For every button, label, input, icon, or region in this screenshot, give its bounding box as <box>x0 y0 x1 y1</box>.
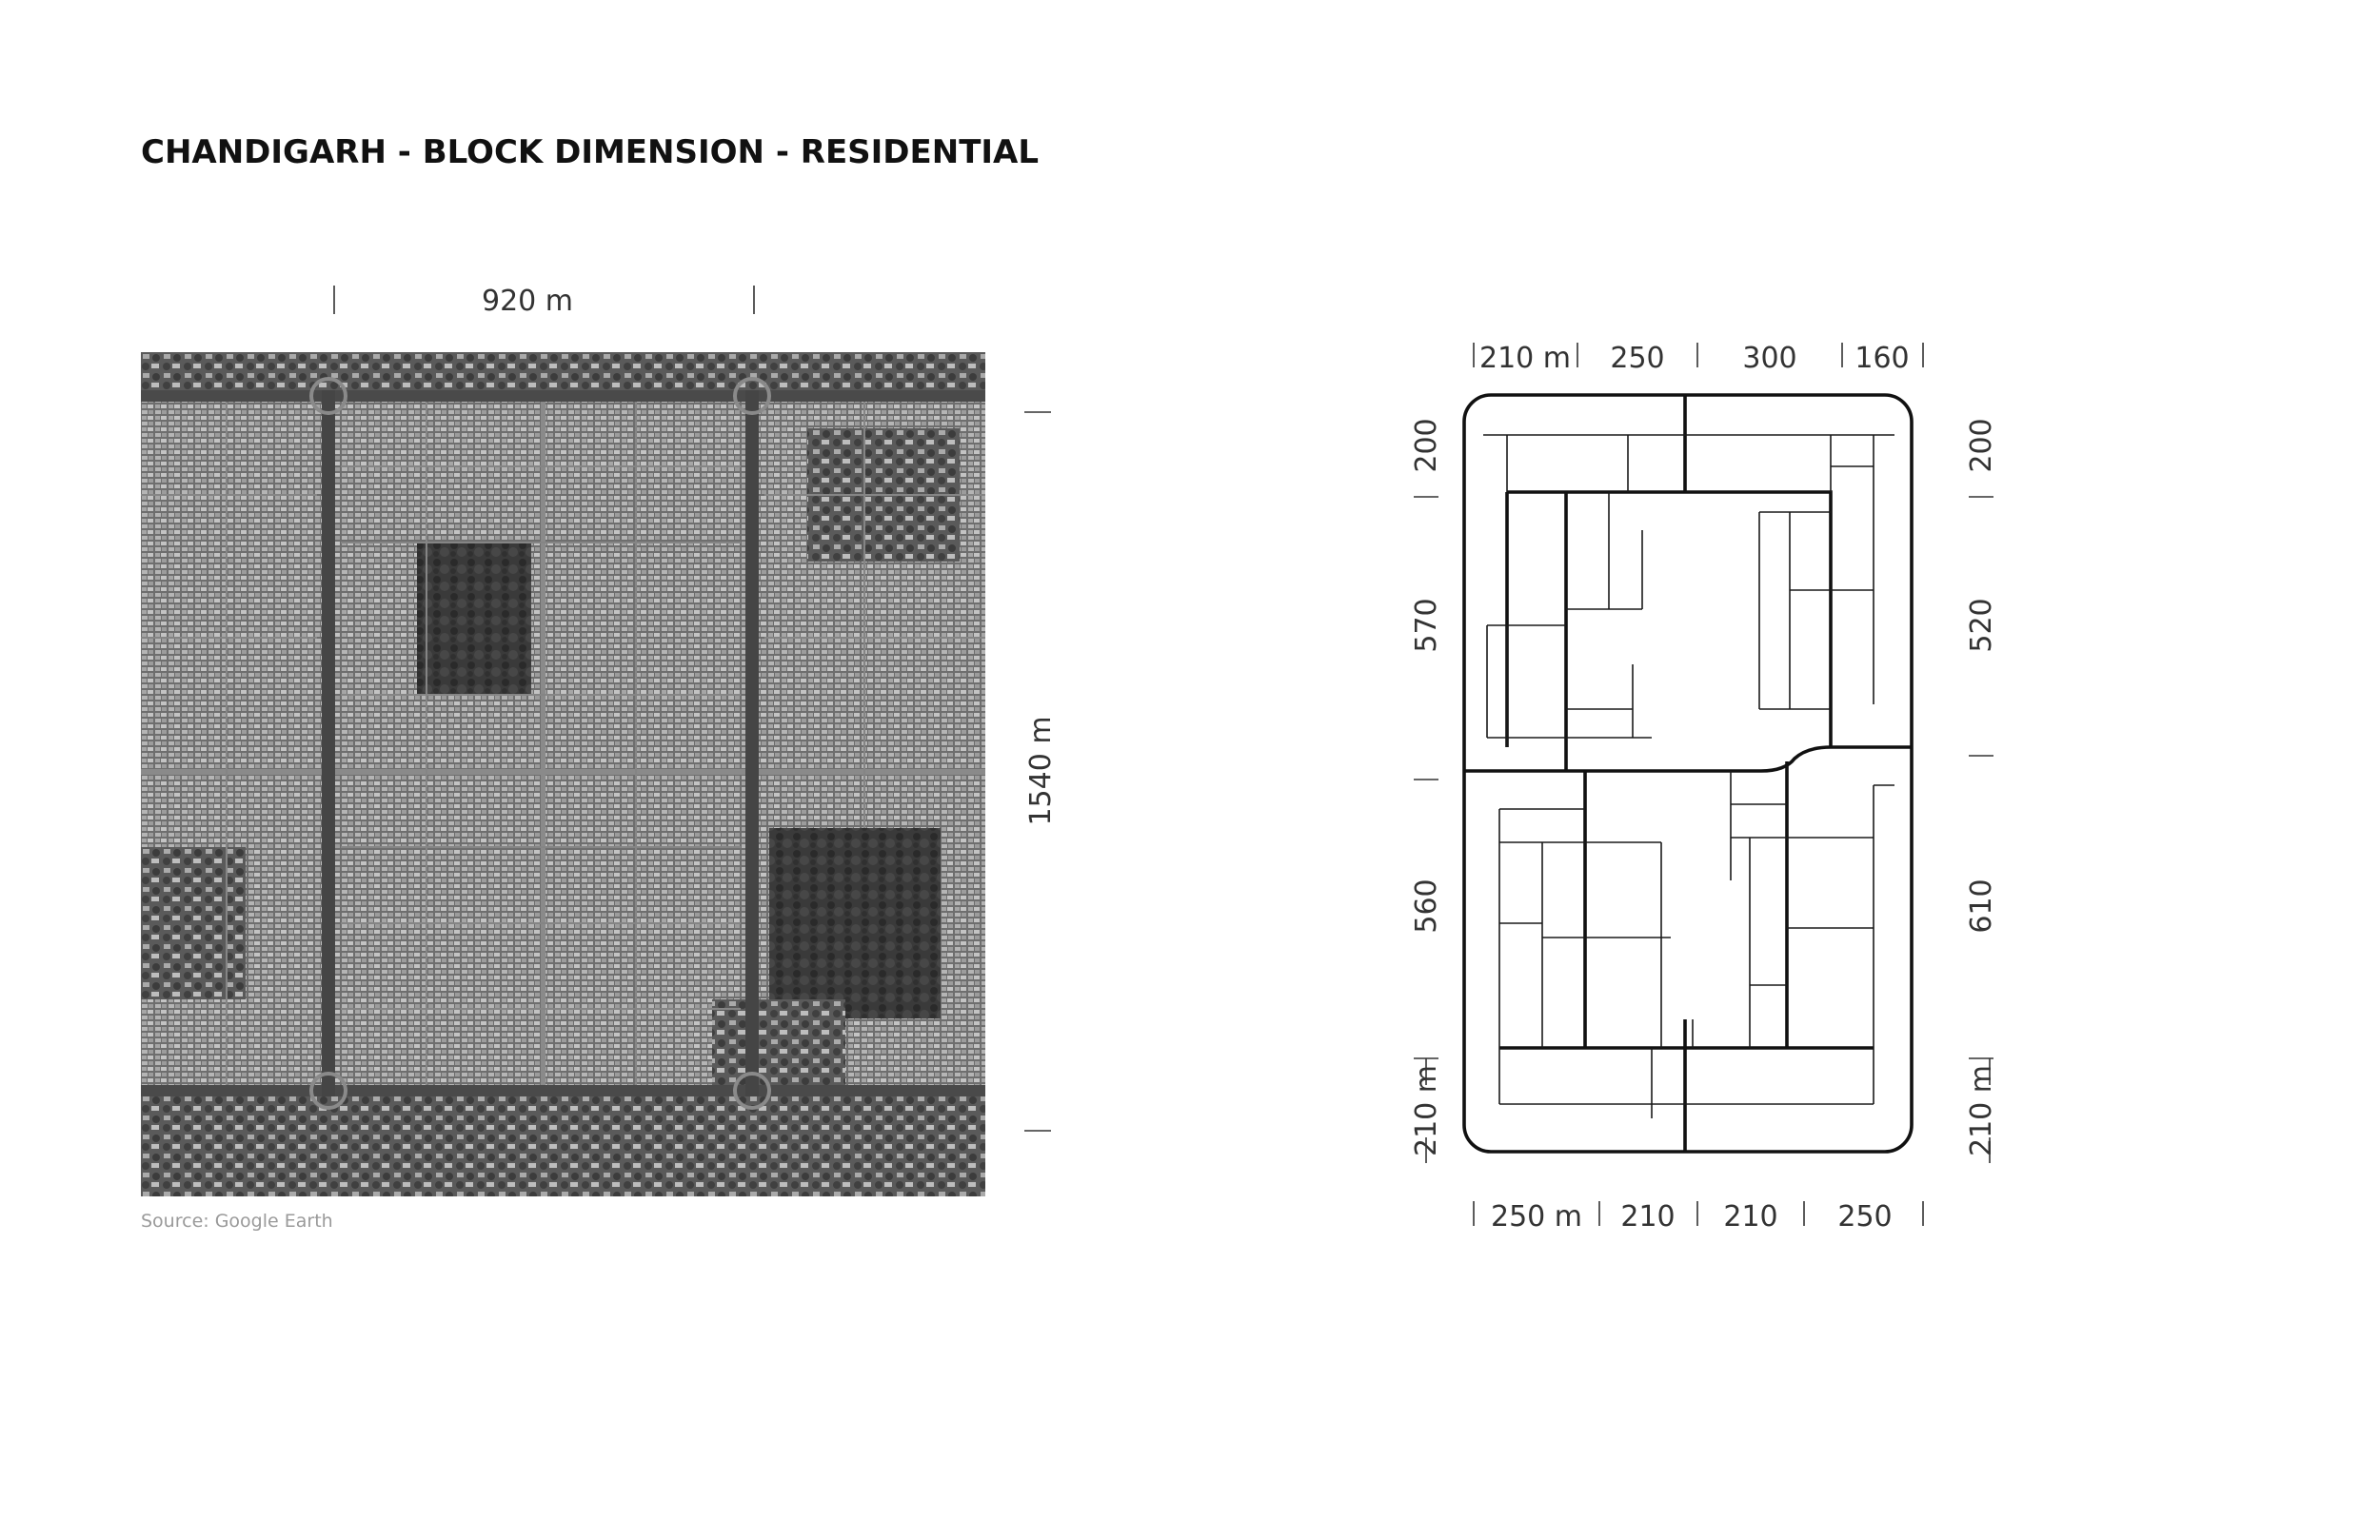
plan-right-label-1: 200 <box>1965 418 1998 472</box>
aerial-height-label: 1540 m <box>1024 716 1058 825</box>
plan-left-label-3: 560 <box>1410 879 1443 933</box>
plan-left-dimensions: 200 570 560 210 m <box>1410 418 1443 1163</box>
plan-right-label-2: 520 <box>1965 598 1998 652</box>
plan-top-dimensions: 210 m 250 300 160 <box>1473 342 1924 375</box>
plan-right-dimensions: 200 520 610 210 m <box>1965 418 1998 1163</box>
aerial-width-label: 920 m <box>482 285 573 318</box>
plan-bottom-label-3: 210 <box>1723 1200 1777 1234</box>
plan-left-label-4: 210 m <box>1410 1065 1443 1156</box>
block-plan <box>1462 393 1914 1154</box>
plan-bottom-label-1: 250 m <box>1491 1200 1582 1234</box>
plan-bottom-dimensions: 250 m 210 210 250 <box>1473 1200 1924 1234</box>
plan-bottom-label-2: 210 <box>1620 1200 1675 1234</box>
plan-left-label-2: 570 <box>1410 598 1443 652</box>
plan-left-label-1: 200 <box>1410 418 1443 472</box>
plan-bottom-label-4: 250 <box>1837 1200 1892 1234</box>
source-caption: Source: Google Earth <box>141 1211 333 1232</box>
plan-top-label-1: 210 m <box>1479 342 1571 375</box>
plan-top-label-4: 160 <box>1854 342 1909 375</box>
plan-right-label-3: 610 <box>1965 879 1998 933</box>
plan-right-label-4: 210 m <box>1965 1065 1998 1156</box>
aerial-photo <box>141 352 985 1196</box>
page-title: CHANDIGARH - BLOCK DIMENSION - RESIDENTI… <box>141 133 1040 171</box>
plan-top-label-2: 250 <box>1610 342 1664 375</box>
plan-top-label-3: 300 <box>1742 342 1796 375</box>
